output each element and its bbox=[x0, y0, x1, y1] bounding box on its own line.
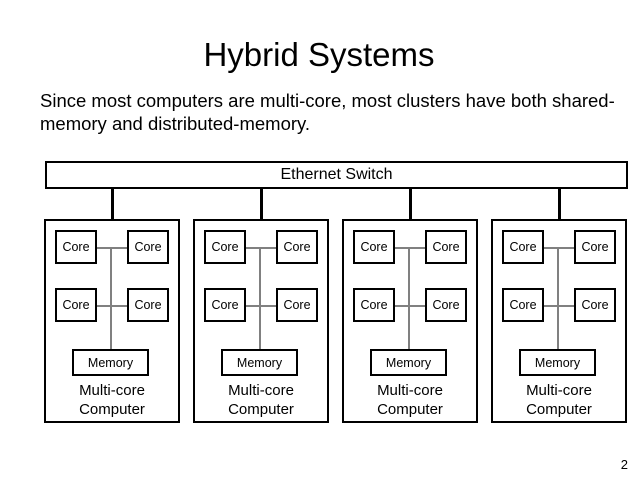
multicore-computer-3: Core Core Core Core Memory Multi-core Co… bbox=[342, 219, 478, 423]
memory-bus-line bbox=[259, 248, 261, 351]
memory-box: Memory bbox=[370, 349, 447, 376]
computer-caption-line1: Multi-core bbox=[526, 382, 592, 399]
core-box: Core bbox=[502, 230, 544, 264]
multicore-computer-2: Core Core Core Core Memory Multi-core Co… bbox=[193, 219, 329, 423]
memory-box: Memory bbox=[72, 349, 149, 376]
computer-caption-line2: Computer bbox=[526, 401, 592, 418]
core-box: Core bbox=[574, 230, 616, 264]
core-link-line-top bbox=[235, 247, 285, 249]
core-box: Core bbox=[204, 230, 246, 264]
page-number: 2 bbox=[620, 457, 628, 472]
memory-bus-line bbox=[408, 248, 410, 351]
core-box: Core bbox=[204, 288, 246, 322]
computer-caption-line1: Multi-core bbox=[377, 382, 443, 399]
core-box: Core bbox=[353, 288, 395, 322]
core-link-line-top bbox=[384, 247, 434, 249]
switch-link-2 bbox=[260, 189, 263, 219]
core-box: Core bbox=[574, 288, 616, 322]
computer-caption: Multi-core Computer bbox=[344, 381, 476, 419]
computer-caption-line1: Multi-core bbox=[228, 382, 294, 399]
computer-caption: Multi-core Computer bbox=[493, 381, 625, 419]
multicore-computer-4: Core Core Core Core Memory Multi-core Co… bbox=[491, 219, 627, 423]
core-link-line-top bbox=[533, 247, 583, 249]
computer-caption-line2: Computer bbox=[228, 401, 294, 418]
core-box: Core bbox=[425, 230, 467, 264]
core-box: Core bbox=[127, 230, 169, 264]
ethernet-switch-label: Ethernet Switch bbox=[280, 166, 393, 183]
ethernet-switch-box: Ethernet Switch bbox=[45, 161, 628, 189]
core-link-line-bottom bbox=[235, 305, 285, 307]
computer-caption-line1: Multi-core bbox=[79, 382, 145, 399]
core-box: Core bbox=[55, 288, 97, 322]
core-box: Core bbox=[276, 230, 318, 264]
memory-bus-line bbox=[110, 248, 112, 351]
slide-body-text: Since most computers are multi-core, mos… bbox=[40, 90, 615, 134]
switch-link-3 bbox=[409, 189, 412, 219]
switch-link-4 bbox=[558, 189, 561, 219]
core-box: Core bbox=[127, 288, 169, 322]
core-link-line-bottom bbox=[86, 305, 136, 307]
core-link-line-top bbox=[86, 247, 136, 249]
core-box: Core bbox=[55, 230, 97, 264]
core-box: Core bbox=[353, 230, 395, 264]
multicore-computer-1: Core Core Core Core Memory Multi-core Co… bbox=[44, 219, 180, 423]
core-link-line-bottom bbox=[533, 305, 583, 307]
core-box: Core bbox=[425, 288, 467, 322]
computer-caption: Multi-core Computer bbox=[46, 381, 178, 419]
memory-box: Memory bbox=[519, 349, 596, 376]
computer-caption: Multi-core Computer bbox=[195, 381, 327, 419]
core-box: Core bbox=[502, 288, 544, 322]
memory-box: Memory bbox=[221, 349, 298, 376]
computer-caption-line2: Computer bbox=[79, 401, 145, 418]
core-box: Core bbox=[276, 288, 318, 322]
page-title: Hybrid Systems bbox=[203, 36, 435, 73]
computer-caption-line2: Computer bbox=[377, 401, 443, 418]
core-link-line-bottom bbox=[384, 305, 434, 307]
memory-bus-line bbox=[557, 248, 559, 351]
switch-link-1 bbox=[111, 189, 114, 219]
